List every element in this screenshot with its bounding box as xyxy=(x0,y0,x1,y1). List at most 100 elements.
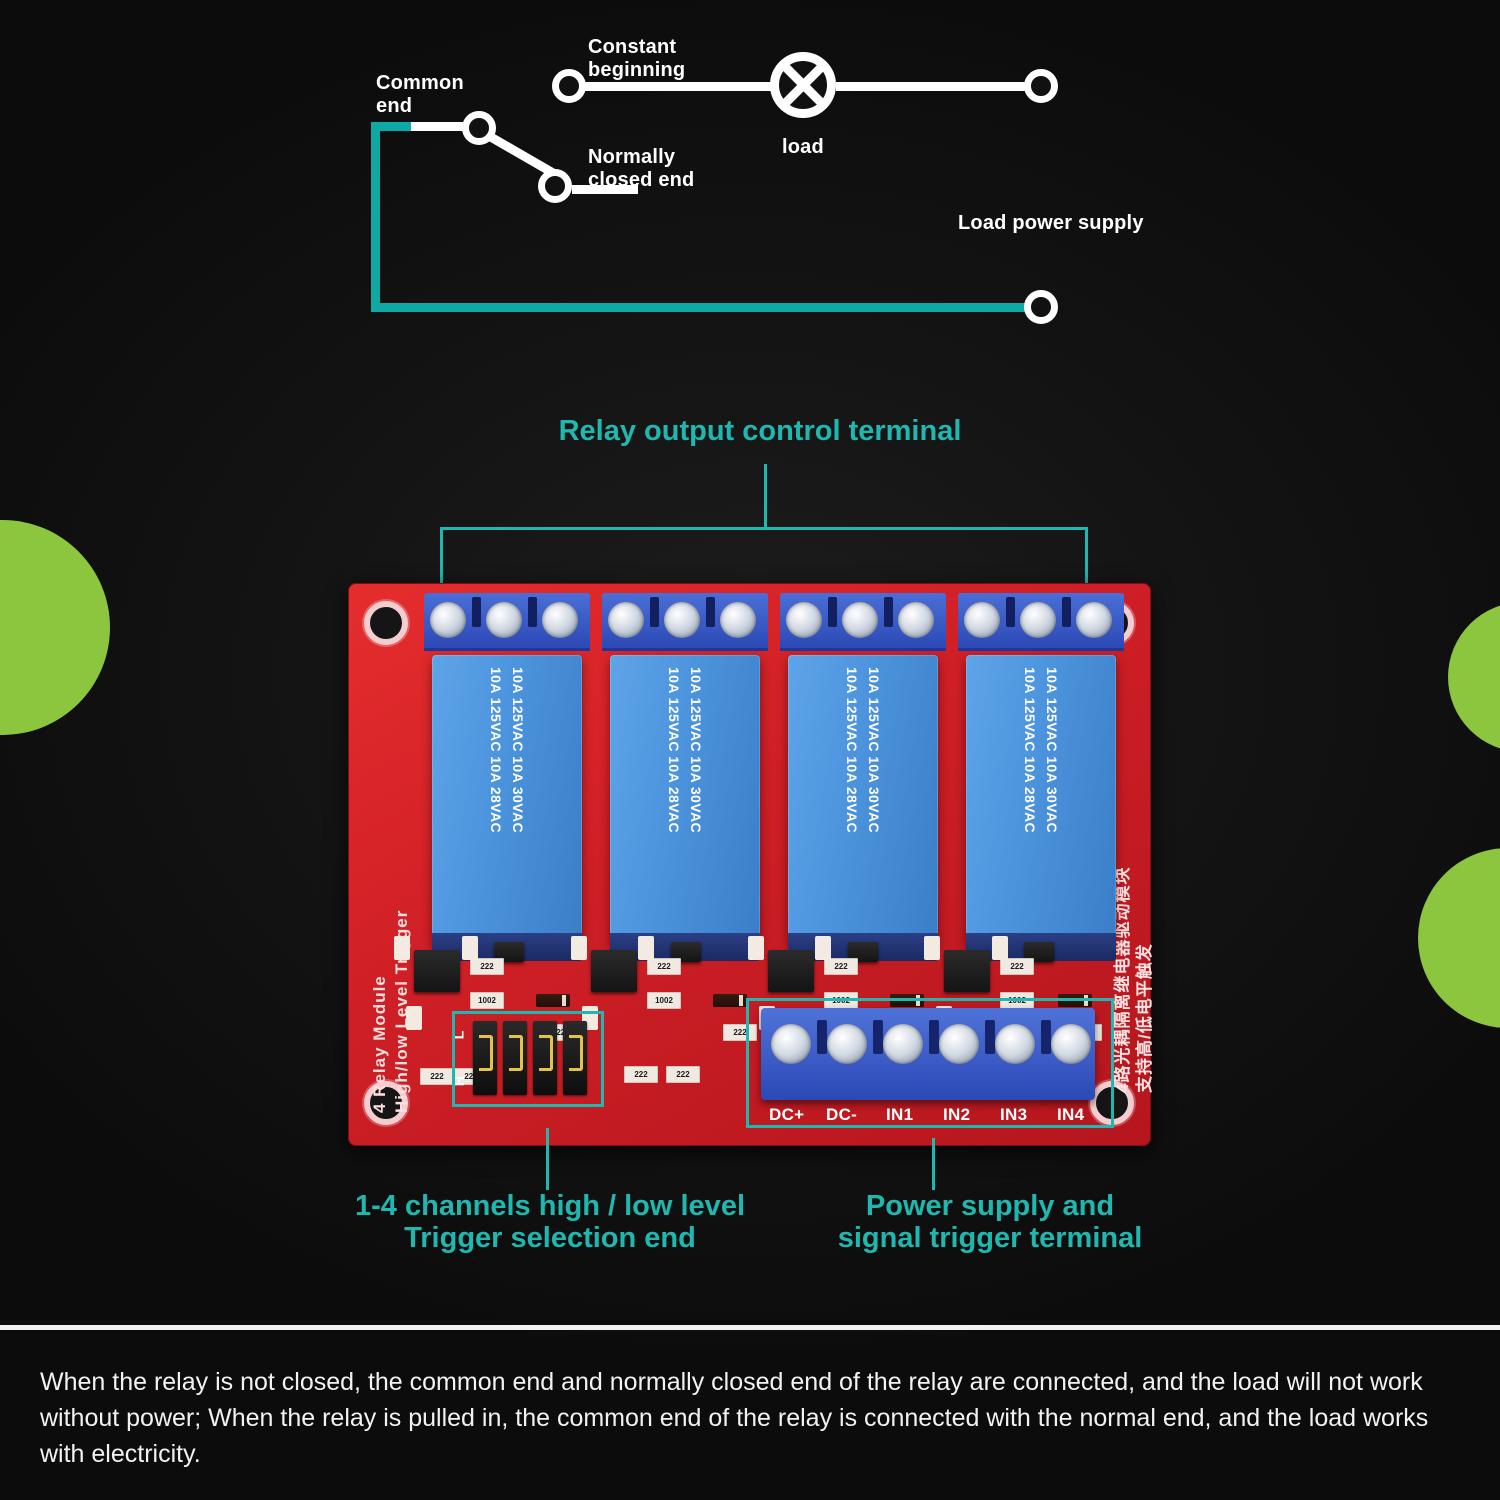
terminal-slot xyxy=(873,1020,883,1054)
terminal-slot xyxy=(817,1020,827,1054)
jumper-2[interactable] xyxy=(503,1021,527,1095)
wire-teal-stub-to-common xyxy=(371,122,413,131)
output-terminal-block-2[interactable] xyxy=(602,593,768,648)
solder-pad xyxy=(748,936,764,960)
label-constant-beginning: Constant beginning xyxy=(588,36,686,81)
terminal-screw-in2[interactable] xyxy=(939,1024,979,1064)
terminal-label-in2: IN2 xyxy=(943,1105,971,1124)
relay-channel-1: 10A 125VAC 10A 30VAC 10A 125VAC 10A 28VA… xyxy=(418,593,596,961)
annotation-leader-vertical-top xyxy=(764,464,767,529)
solder-pad xyxy=(924,936,940,960)
wire-top-right-rail xyxy=(836,82,1044,91)
annotation-leader-jumpers xyxy=(546,1128,549,1190)
terminal-screw[interactable] xyxy=(1020,602,1056,638)
relay-can-1: 10A 125VAC 10A 30VAC 10A 125VAC 10A 28VA… xyxy=(432,655,582,945)
optocoupler-ic xyxy=(768,950,814,992)
terminal-label-in3: IN3 xyxy=(1000,1105,1028,1124)
highlight-box-jumpers xyxy=(452,1011,604,1107)
relay-can-3: 10A 125VAC 10A 30VAC 10A 125VAC 10A 28VA… xyxy=(788,655,938,945)
jumper-3[interactable] xyxy=(533,1021,557,1095)
terminal-screw-in1[interactable] xyxy=(883,1024,923,1064)
terminal-slot xyxy=(472,597,481,627)
terminal-slot xyxy=(706,597,715,627)
terminal-screw[interactable] xyxy=(664,602,700,638)
optocoupler-ic xyxy=(591,950,637,992)
terminal-screw[interactable] xyxy=(786,602,822,638)
optocoupler-ic xyxy=(944,950,990,992)
terminal-label-in1: IN1 xyxy=(886,1105,914,1124)
terminal-screw[interactable] xyxy=(720,602,756,638)
relay-rating-line2: 10A 125VAC 10A 28VAC xyxy=(1022,667,1038,833)
node-load-power-supply xyxy=(1024,290,1058,324)
relay-rating-line2: 10A 125VAC 10A 28VAC xyxy=(844,667,860,833)
terminal-slot xyxy=(1062,597,1071,627)
terminal-slot xyxy=(650,597,659,627)
relay-rating-line1: 10A 125VAC 10A 30VAC xyxy=(688,667,704,833)
load-symbol-icon xyxy=(770,52,836,118)
terminal-screw-dc-plus[interactable] xyxy=(771,1024,811,1064)
terminal-label-in4: IN4 xyxy=(1057,1105,1085,1124)
transistor-ic xyxy=(671,942,701,962)
output-terminal-block-4[interactable] xyxy=(958,593,1124,648)
wire-teal-vertical xyxy=(371,122,380,312)
terminal-screw-dc-minus[interactable] xyxy=(827,1024,867,1064)
solder-pad xyxy=(815,936,831,960)
terminal-screw[interactable] xyxy=(486,602,522,638)
terminal-slot xyxy=(1006,597,1015,627)
terminal-screw[interactable] xyxy=(842,602,878,638)
terminal-label-dc-minus: DC- xyxy=(826,1105,858,1124)
annotation-leader-signal-terminal xyxy=(932,1138,935,1190)
relay-can-2: 10A 125VAC 10A 30VAC 10A 125VAC 10A 28VA… xyxy=(610,655,760,945)
label-common-end: Common end xyxy=(376,72,464,117)
relay-rating-line1: 10A 125VAC 10A 30VAC xyxy=(510,667,526,833)
terminal-screw[interactable] xyxy=(964,602,1000,638)
terminal-slot xyxy=(1041,1020,1051,1054)
node-normally-closed xyxy=(538,169,572,203)
terminal-label-dc-plus: DC+ xyxy=(769,1105,805,1124)
relay-can-4: 10A 125VAC 10A 30VAC 10A 125VAC 10A 28VA… xyxy=(966,655,1116,945)
terminal-slot xyxy=(528,597,537,627)
solder-pad xyxy=(406,1006,422,1030)
diode xyxy=(536,994,570,1007)
annotation-trigger-selection: 1-4 channels high / low level Trigger se… xyxy=(355,1190,745,1255)
annotation-power-signal: Power supply and signal trigger terminal xyxy=(837,1190,1143,1255)
node-right-terminal xyxy=(1024,69,1058,103)
relay-channel-2: 10A 125VAC 10A 30VAC 10A 125VAC 10A 28VA… xyxy=(596,593,774,961)
jumper-4[interactable] xyxy=(563,1021,587,1095)
terminal-screw-in3[interactable] xyxy=(995,1024,1035,1064)
resistor: 222 xyxy=(470,958,504,975)
optocoupler-ic xyxy=(414,950,460,992)
power-signal-terminal-block[interactable] xyxy=(761,1008,1095,1100)
annotation-bracket-leg-right xyxy=(1085,527,1088,589)
diode xyxy=(713,994,747,1007)
terminal-screw[interactable] xyxy=(430,602,466,638)
resistor: 222 xyxy=(1000,958,1034,975)
solder-pad xyxy=(638,936,654,960)
label-load-power-supply: Load power supply xyxy=(958,212,1144,234)
relay-rating-line1: 10A 125VAC 10A 30VAC xyxy=(866,667,882,833)
horizontal-divider xyxy=(0,1325,1500,1330)
label-normally-closed-end: Normally closed end xyxy=(588,146,695,191)
terminal-screw[interactable] xyxy=(1076,602,1112,638)
terminal-screw[interactable] xyxy=(542,602,578,638)
jumper-1[interactable] xyxy=(473,1021,497,1095)
terminal-slot xyxy=(828,597,837,627)
relay-rating-line2: 10A 125VAC 10A 28VAC xyxy=(666,667,682,833)
terminal-screw[interactable] xyxy=(898,602,934,638)
resistor: 222 xyxy=(624,1066,658,1083)
terminal-screw[interactable] xyxy=(608,602,644,638)
relay-module-board: 4 Relay Module High/low Level Trigger 4路… xyxy=(348,583,1154,1146)
transistor-ic xyxy=(848,942,878,962)
resistor: 1002 xyxy=(470,992,504,1009)
relay-schematic-diagram: Common end Constant beginning Normally c… xyxy=(0,0,1500,400)
mounting-hole-top-left xyxy=(364,601,408,645)
wire-top-left-rail xyxy=(572,82,780,91)
annotation-bracket-leg-left xyxy=(440,527,443,589)
node-constant-beginning xyxy=(552,69,586,103)
trigger-level-jumper-block[interactable]: L H xyxy=(450,1021,589,1095)
output-terminal-block-3[interactable] xyxy=(780,593,946,648)
terminal-screw-in4[interactable] xyxy=(1051,1024,1091,1064)
output-terminal-block-1[interactable] xyxy=(424,593,590,648)
terminal-slot xyxy=(985,1020,995,1054)
